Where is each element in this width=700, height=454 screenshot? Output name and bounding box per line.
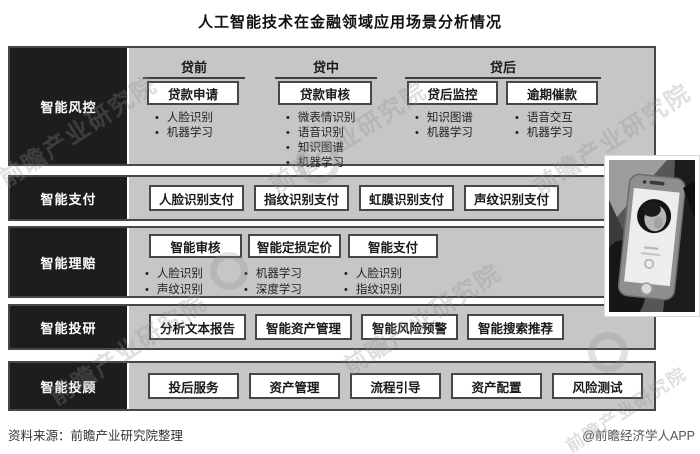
bullet-list-smart-claims-payment: 人脸识别 指纹识别 (340, 266, 438, 298)
bullet-item: 声纹识别 (141, 282, 242, 298)
box-smart-search-recommend: 智能搜索推荐 (467, 314, 564, 340)
box-smart-review: 智能审核 (149, 234, 242, 258)
row-label-smart-investment-advisor: 智能投顾 (10, 363, 129, 409)
bullet-item: 人脸识别 (155, 111, 213, 126)
bullet-item: 微表情识别 (286, 111, 356, 126)
bullet-item: 人脸识别 (340, 266, 438, 282)
face-recognition-photo (605, 156, 699, 316)
claims-column-loss-pricing: 智能定损定价 机器学习 深度学习 (248, 234, 341, 298)
row-content-smart-claims: 智能审核 人脸识别 声纹识别 智能定损定价 机器学习 深度学习 智能支付 (129, 228, 654, 296)
box-smart-asset-management: 智能资产管理 (255, 314, 352, 340)
bullet-item: 机器学习 (240, 266, 341, 282)
bullet-list-pre-loan: 人脸识别 机器学习 (155, 111, 213, 141)
box-text-report-analysis: 分析文本报告 (149, 314, 246, 340)
row-label-smart-claims: 智能理赔 (10, 228, 129, 296)
bullet-item: 语音识别 (286, 126, 355, 141)
bullet-item: 机器学习 (155, 126, 213, 141)
row-label-smart-investment-research: 智能投研 (10, 306, 129, 348)
box-voiceprint-recognition-pay: 声纹识别支付 (464, 185, 559, 211)
bullet-list-smart-loss-pricing: 机器学习 深度学习 (240, 266, 341, 298)
bullet-item: 知识图谱 (415, 111, 473, 126)
source-note: 资料来源：前瞻产业研究院整理 (8, 429, 184, 443)
box-smart-claims-payment: 智能支付 (348, 234, 438, 258)
column-header-post-loan: 贷后 (405, 57, 601, 79)
column-header-pre-loan: 贷前 (143, 57, 245, 79)
bullet-item: 机器学习 (515, 126, 573, 141)
bullet-item: 语音交互 (515, 111, 573, 126)
column-header-mid-loan: 贷中 (275, 57, 377, 79)
box-smart-risk-warning: 智能风险预警 (361, 314, 458, 340)
scenario-table: 智能风控 贷前 贷中 贷后 贷款申请 贷款审核 贷后监控 逾期催款 人脸识别 机… (8, 46, 656, 411)
claims-column-review: 智能审核 人脸识别 声纹识别 (149, 234, 242, 298)
phone-photo-illustration (609, 160, 695, 312)
bullet-item: 知识图谱 (286, 141, 355, 156)
box-risk-test: 风险测试 (552, 373, 643, 399)
row-content-risk-control: 贷前 贷中 贷后 贷款申请 贷款审核 贷后监控 逾期催款 人脸识别 机器学习 微… (129, 48, 654, 169)
row-risk-control: 智能风控 贷前 贷中 贷后 贷款申请 贷款审核 贷后监控 逾期催款 人脸识别 机… (8, 46, 656, 169)
box-loan-review: 贷款审核 (278, 81, 372, 105)
bullet-item: 指纹识别 (340, 282, 438, 298)
row-smart-payment: 智能支付 人脸识别支付 指纹识别支付 虹膜识别支付 声纹识别支付 (8, 175, 656, 221)
claims-column-payment: 智能支付 人脸识别 指纹识别 (348, 234, 438, 298)
bullet-list-mid-loan: 微表情识别 语音识别 知识图谱 机器学习 (286, 111, 356, 171)
bullet-item: 机器学习 (415, 126, 473, 141)
row-label-risk-control: 智能风控 (10, 48, 129, 164)
bullet-item: 机器学习 (286, 156, 355, 171)
page-title: 人工智能技术在金融领域应用场景分析情况 (197, 14, 502, 31)
box-smart-loss-pricing: 智能定损定价 (248, 234, 341, 258)
bullet-list-post-loan-monitor: 知识图谱 机器学习 (415, 111, 473, 141)
box-overdue-collection: 逾期催款 (506, 81, 598, 105)
row-label-smart-payment: 智能支付 (10, 177, 129, 219)
bullet-list-smart-review: 人脸识别 声纹识别 (141, 266, 242, 298)
box-post-investment-service: 投后服务 (148, 373, 239, 399)
row-content-smart-investment-advisor: 投后服务 资产管理 流程引导 资产配置 风险测试 (129, 363, 654, 409)
bullet-item: 深度学习 (240, 282, 341, 298)
box-iris-recognition-pay: 虹膜识别支付 (359, 185, 454, 211)
row-smart-investment-research: 智能投研 分析文本报告 智能资产管理 智能风险预警 智能搜索推荐 (8, 304, 656, 350)
box-face-recognition-pay: 人脸识别支付 (149, 185, 244, 211)
box-fingerprint-recognition-pay: 指纹识别支付 (254, 185, 349, 211)
credit-note: @前瞻经济学人APP (582, 429, 695, 443)
bullet-list-overdue-collection: 语音交互 机器学习 (515, 111, 573, 141)
bullet-item: 人脸识别 (141, 266, 242, 282)
box-asset-allocation: 资产配置 (451, 373, 542, 399)
box-process-guidance: 流程引导 (350, 373, 441, 399)
box-loan-application: 贷款申请 (147, 81, 239, 105)
row-content-smart-investment-research: 分析文本报告 智能资产管理 智能风险预警 智能搜索推荐 (129, 306, 654, 348)
row-smart-claims: 智能理赔 智能审核 人脸识别 声纹识别 智能定损定价 机器学习 深度学习 (8, 226, 656, 298)
box-post-loan-monitor: 贷后监控 (407, 81, 498, 105)
row-content-smart-payment: 人脸识别支付 指纹识别支付 虹膜识别支付 声纹识别支付 (129, 177, 654, 219)
box-asset-management: 资产管理 (249, 373, 340, 399)
row-smart-investment-advisor: 智能投顾 投后服务 资产管理 流程引导 资产配置 风险测试 (8, 361, 656, 411)
